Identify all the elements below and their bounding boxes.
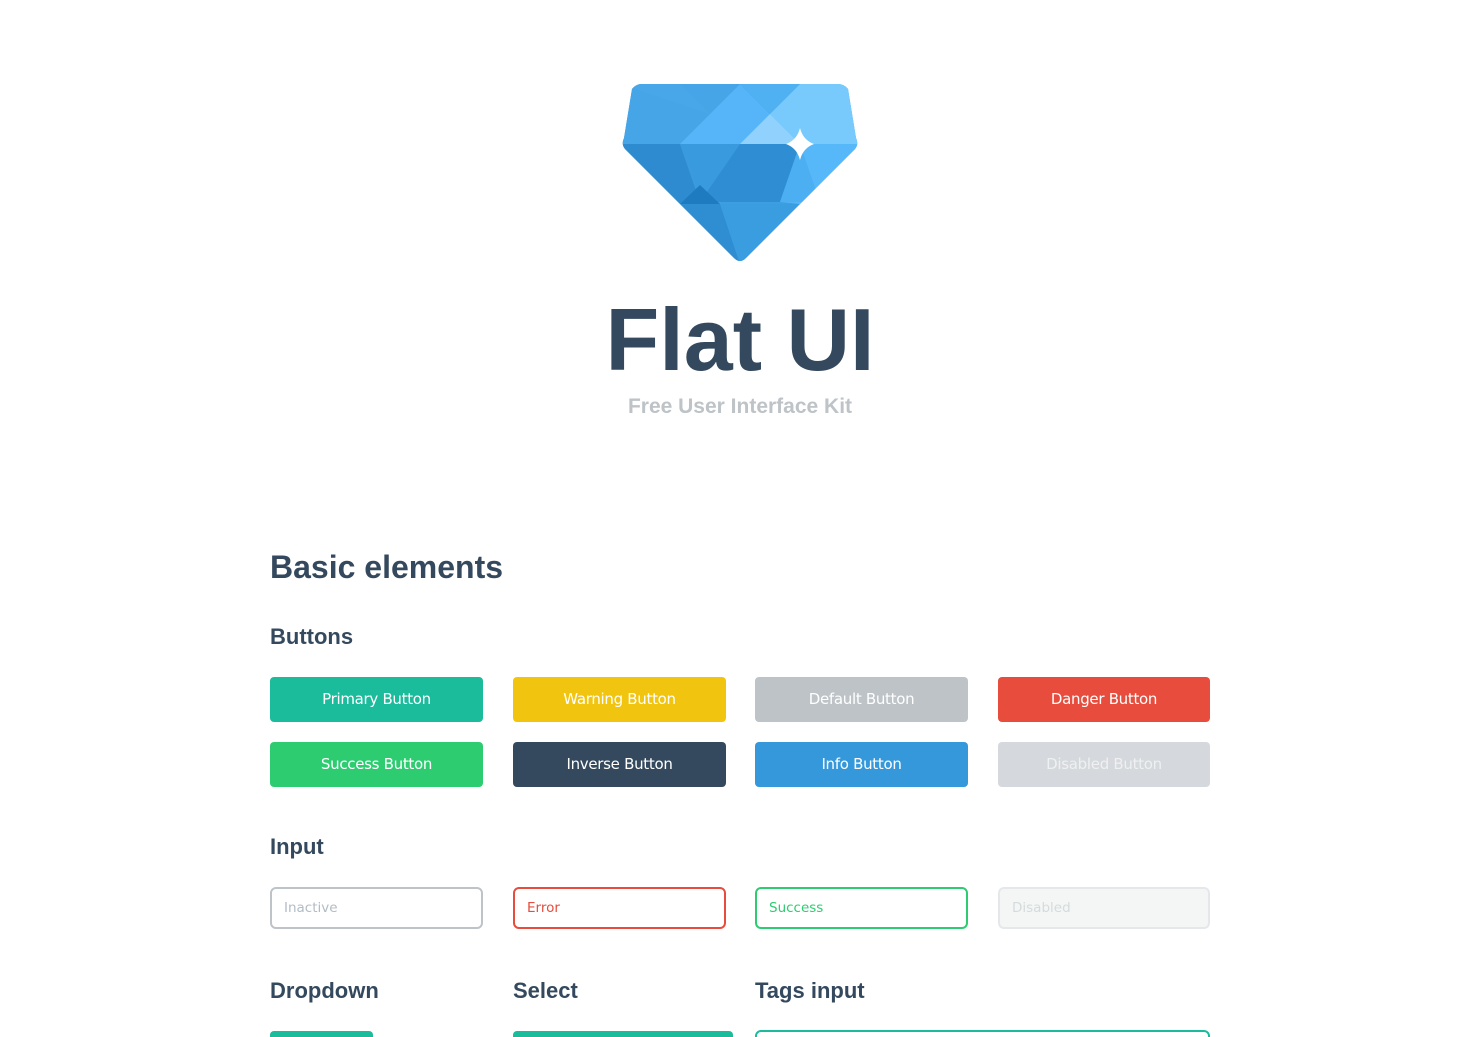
select-heading: Select: [513, 978, 578, 1003]
success-button[interactable]: Success Button: [270, 742, 483, 787]
input-heading: Input: [270, 834, 324, 859]
tags-input-heading: Tags input: [755, 978, 865, 1003]
error-input[interactable]: [513, 887, 726, 929]
success-input[interactable]: [755, 887, 968, 929]
warning-button[interactable]: Warning Button: [513, 677, 726, 722]
brand-subtitle: Free User Interface Kit: [627, 395, 853, 418]
primary-button[interactable]: Primary Button: [270, 677, 483, 722]
sparkle-icon: [786, 128, 814, 160]
info-button[interactable]: Info Button: [755, 742, 968, 787]
danger-button[interactable]: Danger Button: [998, 677, 1210, 722]
brand-title: Flat UI: [605, 290, 875, 389]
dropdown-heading: Dropdown: [270, 978, 379, 1003]
select-button[interactable]: [513, 1031, 733, 1037]
inactive-input[interactable]: [270, 887, 483, 929]
disabled-button: Disabled Button: [998, 742, 1210, 787]
default-button[interactable]: Default Button: [755, 677, 968, 722]
disabled-input: [998, 887, 1210, 929]
tags-input-field[interactable]: [755, 1030, 1210, 1037]
diamond-logo-icon: [622, 84, 858, 261]
dropdown-button[interactable]: [270, 1031, 373, 1037]
inverse-button[interactable]: Inverse Button: [513, 742, 726, 787]
buttons-heading: Buttons: [270, 624, 354, 649]
section-title: Basic elements: [270, 549, 504, 585]
